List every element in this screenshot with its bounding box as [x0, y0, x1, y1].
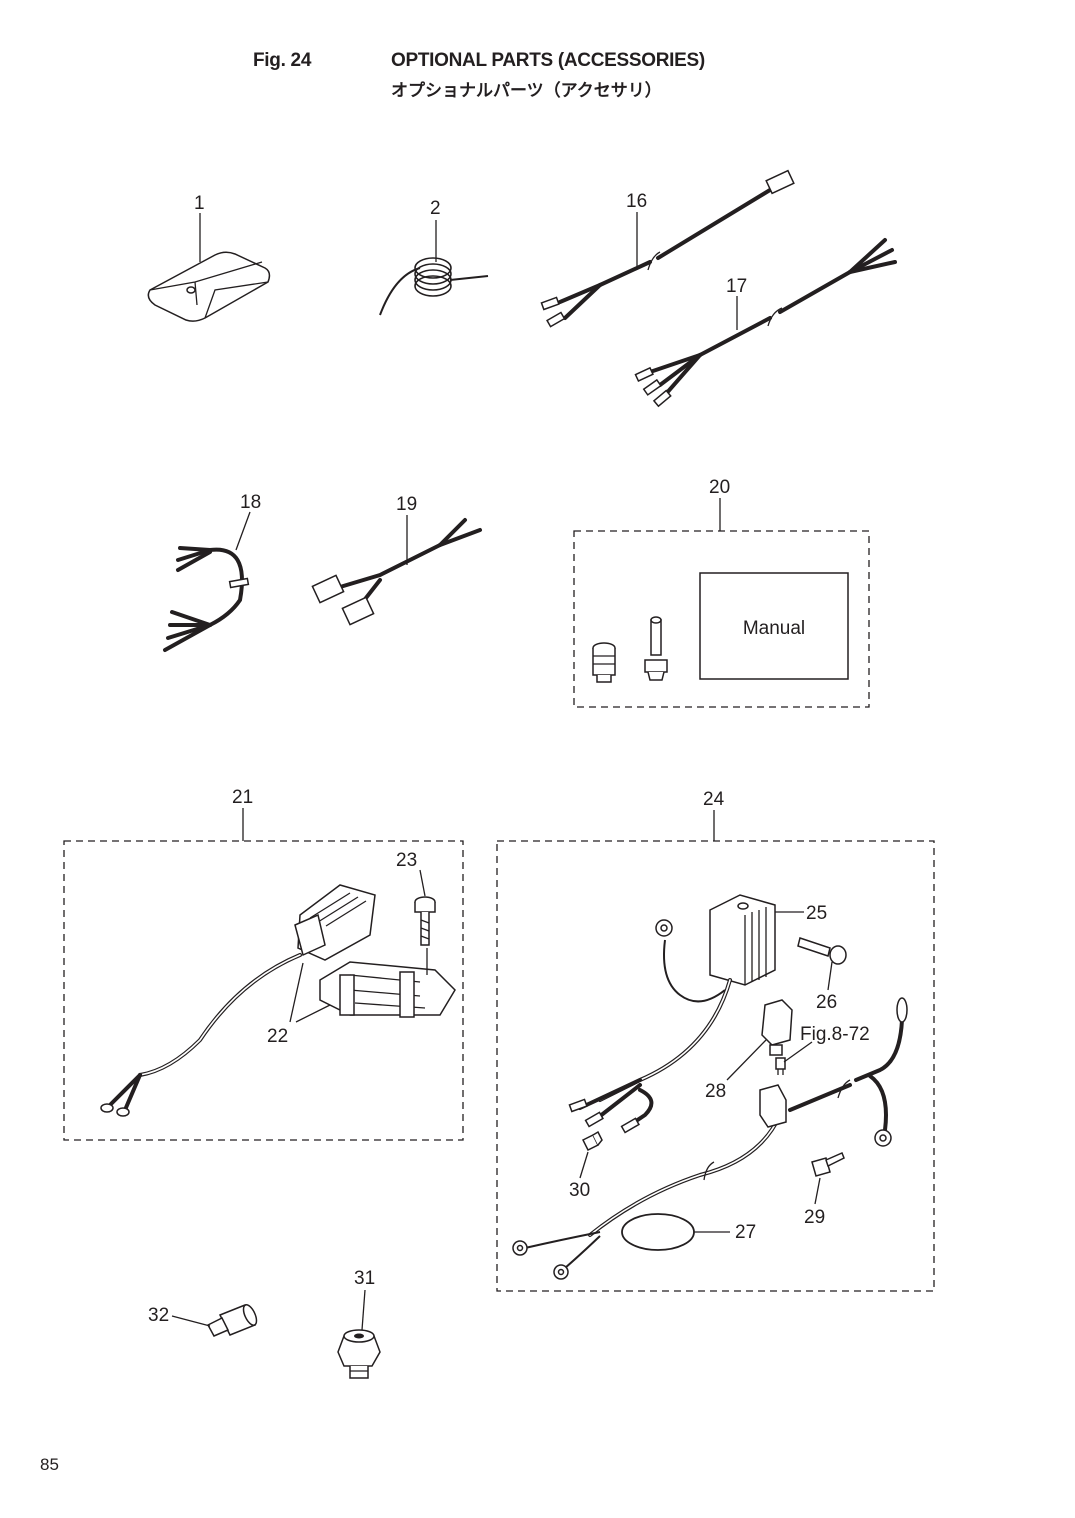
figure-label: Fig. 24: [253, 50, 312, 71]
part-28-fuse-holder[interactable]: [761, 999, 793, 1056]
figure-reference: Fig.8-72: [800, 1024, 870, 1045]
part-29-bolt[interactable]: [811, 1152, 845, 1177]
leader-32: [171, 1315, 211, 1327]
callout-21: 21: [232, 787, 253, 808]
callout-16: 16: [626, 191, 647, 212]
callout-28: 28: [705, 1081, 726, 1102]
part-22-coil-lower[interactable]: [319, 961, 456, 1018]
leader-30: [579, 1151, 589, 1179]
callout-23: 23: [396, 850, 417, 871]
part-20-fitting-a[interactable]: [592, 642, 616, 683]
manual-booklet: [699, 572, 849, 680]
part-16-cable[interactable]: [540, 169, 795, 328]
callout-30: 30: [569, 1180, 590, 1201]
callout-29: 29: [804, 1207, 825, 1228]
manual-label: Manual: [743, 618, 805, 639]
leader-26: [827, 961, 833, 991]
callout-22: 22: [267, 1026, 288, 1047]
callout-32: 32: [148, 1305, 169, 1326]
leader-22b: [295, 1004, 331, 1023]
callout-26: 26: [816, 992, 837, 1013]
part-31-fitting[interactable]: [337, 1329, 381, 1379]
part-20-fitting-b[interactable]: [644, 616, 668, 681]
part-22-coil-upper[interactable]: [294, 884, 376, 961]
callout-20: 20: [709, 477, 730, 498]
part-27-harness[interactable]: [512, 997, 908, 1280]
callout-19: 19: [396, 494, 417, 515]
part-1-tool-bag[interactable]: [147, 251, 271, 322]
fuse[interactable]: [775, 1057, 786, 1075]
part-19-harness[interactable]: [311, 518, 482, 626]
callout-17: 17: [726, 276, 747, 297]
part-25-rectifier[interactable]: [709, 894, 776, 986]
page-title: OPTIONAL PARTS (ACCESSORIES): [391, 50, 705, 71]
part-21-lead-wires[interactable]: [100, 953, 302, 1117]
part-32-fitting[interactable]: [206, 1303, 259, 1337]
callout-1: 1: [194, 193, 205, 214]
page-title-japanese: オプショナルパーツ（アクセサリ）: [391, 81, 662, 101]
part-20-kit-box: [573, 530, 870, 708]
callout-31: 31: [354, 1268, 375, 1289]
part-23-bolt[interactable]: [414, 896, 436, 946]
leader-29: [814, 1177, 821, 1205]
leader-22a: [289, 962, 304, 1023]
callout-27: 27: [735, 1222, 756, 1243]
leader-23: [419, 869, 426, 897]
callout-18: 18: [240, 492, 261, 513]
page-number: 85: [40, 1455, 59, 1474]
callout-25: 25: [806, 903, 827, 924]
part-18-harness[interactable]: [163, 546, 250, 652]
part-24-kit-box: [496, 840, 935, 1292]
leader-28: [726, 1039, 767, 1081]
part-17-cable[interactable]: [634, 238, 897, 408]
part-26-bolt[interactable]: [797, 937, 847, 965]
leader-18: [235, 511, 251, 551]
part-30-plug[interactable]: [581, 1130, 603, 1152]
callout-2: 2: [430, 198, 441, 219]
leader-31: [361, 1289, 366, 1331]
leader-fig-ref: [783, 1041, 813, 1063]
part-2-rope[interactable]: [379, 257, 489, 316]
callout-24: 24: [703, 789, 725, 810]
part-24-wiring[interactable]: [568, 919, 732, 1134]
